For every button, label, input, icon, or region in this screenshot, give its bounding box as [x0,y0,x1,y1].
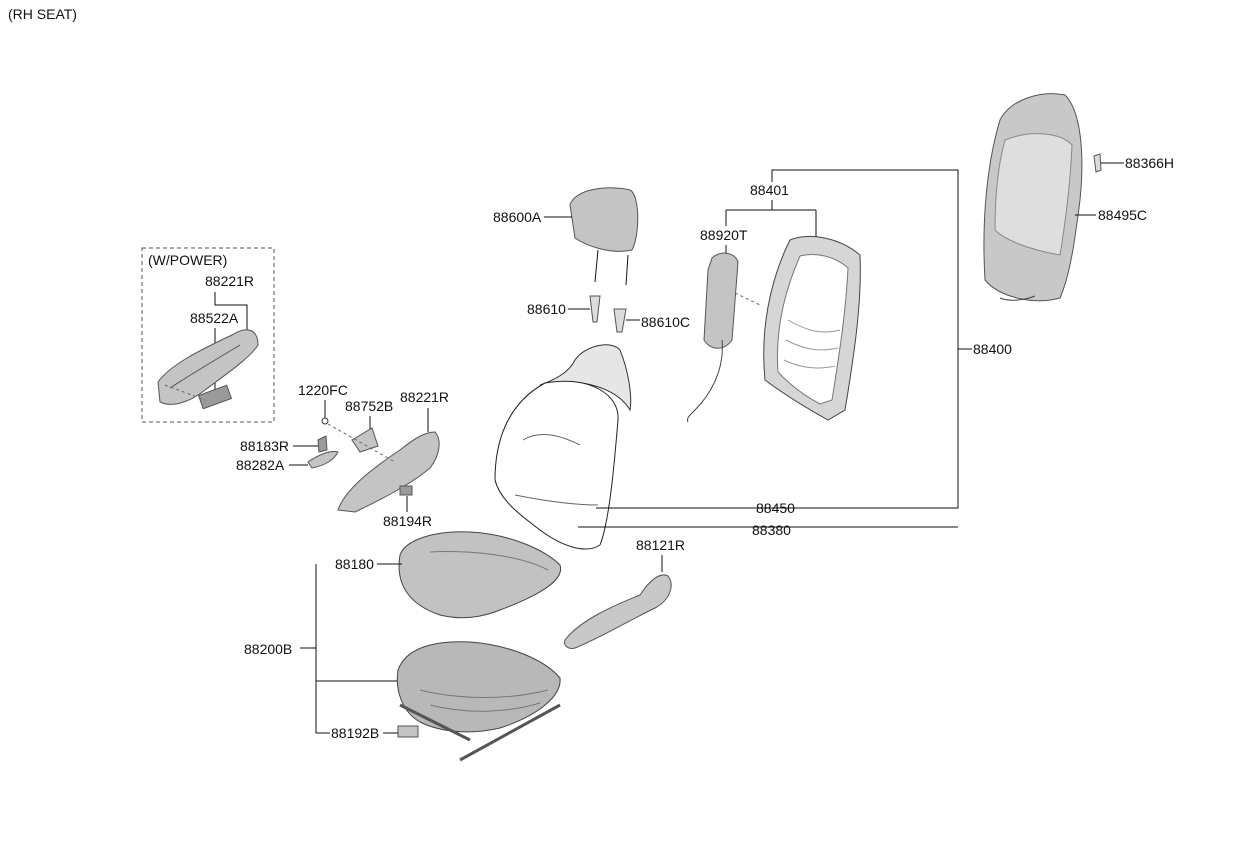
leader-88221R-inset [214,292,248,330]
label-88380[interactable]: 88380 [752,522,791,538]
back-cover-part [494,380,619,550]
headrest-part [569,187,639,252]
label-88401[interactable]: 88401 [750,182,789,198]
cushion-frame-springs [419,689,549,712]
guide-88610C-part [613,308,627,333]
clip-88752B-part [351,427,379,453]
diagram-title: (RH SEAT) [8,6,77,22]
inner-shield-group: 88121R [564,537,685,649]
label-88282A[interactable]: 88282A [236,457,285,473]
inset-border [141,247,275,423]
label-88366H[interactable]: 88366H [1125,155,1174,171]
inset-dash [164,384,206,401]
cushion-frame-part [396,641,561,733]
clip-88366H-part [1093,153,1102,173]
knob-88183R-part [317,435,328,453]
power-inset: (W/POWER) 88221R 88522A [141,247,275,423]
airbag-module-part [703,252,739,349]
back-cover-seams [514,434,599,506]
guide-88610-part [589,295,601,323]
side-cover-power-part [157,329,259,405]
power-switch-part [197,384,233,410]
airbag-wiring [687,339,723,423]
side-shield-part [337,431,440,513]
label-88400[interactable]: 88400 [973,341,1012,357]
label-88183R[interactable]: 88183R [240,438,289,454]
switch-88194R-part [399,485,413,496]
seat-rails [399,703,561,762]
label-88180[interactable]: 88180 [335,556,374,572]
side-cover-power-detail [169,344,241,389]
label-88600A[interactable]: 88600A [493,209,542,225]
label-88610C[interactable]: 88610C [641,314,690,330]
label-88752B[interactable]: 88752B [345,398,393,414]
label-88221R[interactable]: 88221R [400,389,449,405]
headrest-group: 88600A 88610 88610C [493,187,690,333]
module-88192B-part [397,725,419,738]
label-88200B[interactable]: 88200B [244,641,292,657]
inset-label: (W/POWER) [148,252,227,268]
cushion-group: 88180 88200B 88192B [244,531,562,762]
back-frame-springs [783,319,841,369]
back-cover-top-part [539,344,632,412]
label-88495C[interactable]: 88495C [1098,207,1147,223]
shield-dash [327,423,396,463]
leader-88401 [725,200,817,238]
cushion-pad-part [398,531,562,619]
back-pad-center [994,133,1073,256]
cushion-pad-seam [429,551,549,571]
headrest-stays [594,249,629,286]
side-shield-group: 1220FC 88752B 88221R 88183R 88282A 88194… [236,382,449,529]
back-pad-group: 88366H 88495C [983,93,1174,302]
label-88522A[interactable]: 88522A [190,310,239,326]
label-88192B[interactable]: 88192B [331,725,379,741]
label-88610[interactable]: 88610 [527,301,566,317]
airbag-dash [734,292,761,306]
back-frame-group: 88401 88920T [687,182,861,423]
label-88121R[interactable]: 88121R [636,537,685,553]
label-88194R[interactable]: 88194R [383,513,432,529]
inner-shield-part [564,574,672,649]
label-88450[interactable]: 88450 [756,500,795,516]
leader-88450 [596,169,959,509]
label-88221R-inset[interactable]: 88221R [205,273,254,289]
screw-1220FC-part [321,417,329,425]
label-1220FC[interactable]: 1220FC [298,382,348,398]
label-88920T[interactable]: 88920T [700,227,748,243]
back-pad-wire [999,295,1036,301]
seat-back-cover-group: 88450 88380 88400 [494,169,1012,550]
leader-88200B [300,564,398,734]
lever-88282A-part [307,451,339,469]
